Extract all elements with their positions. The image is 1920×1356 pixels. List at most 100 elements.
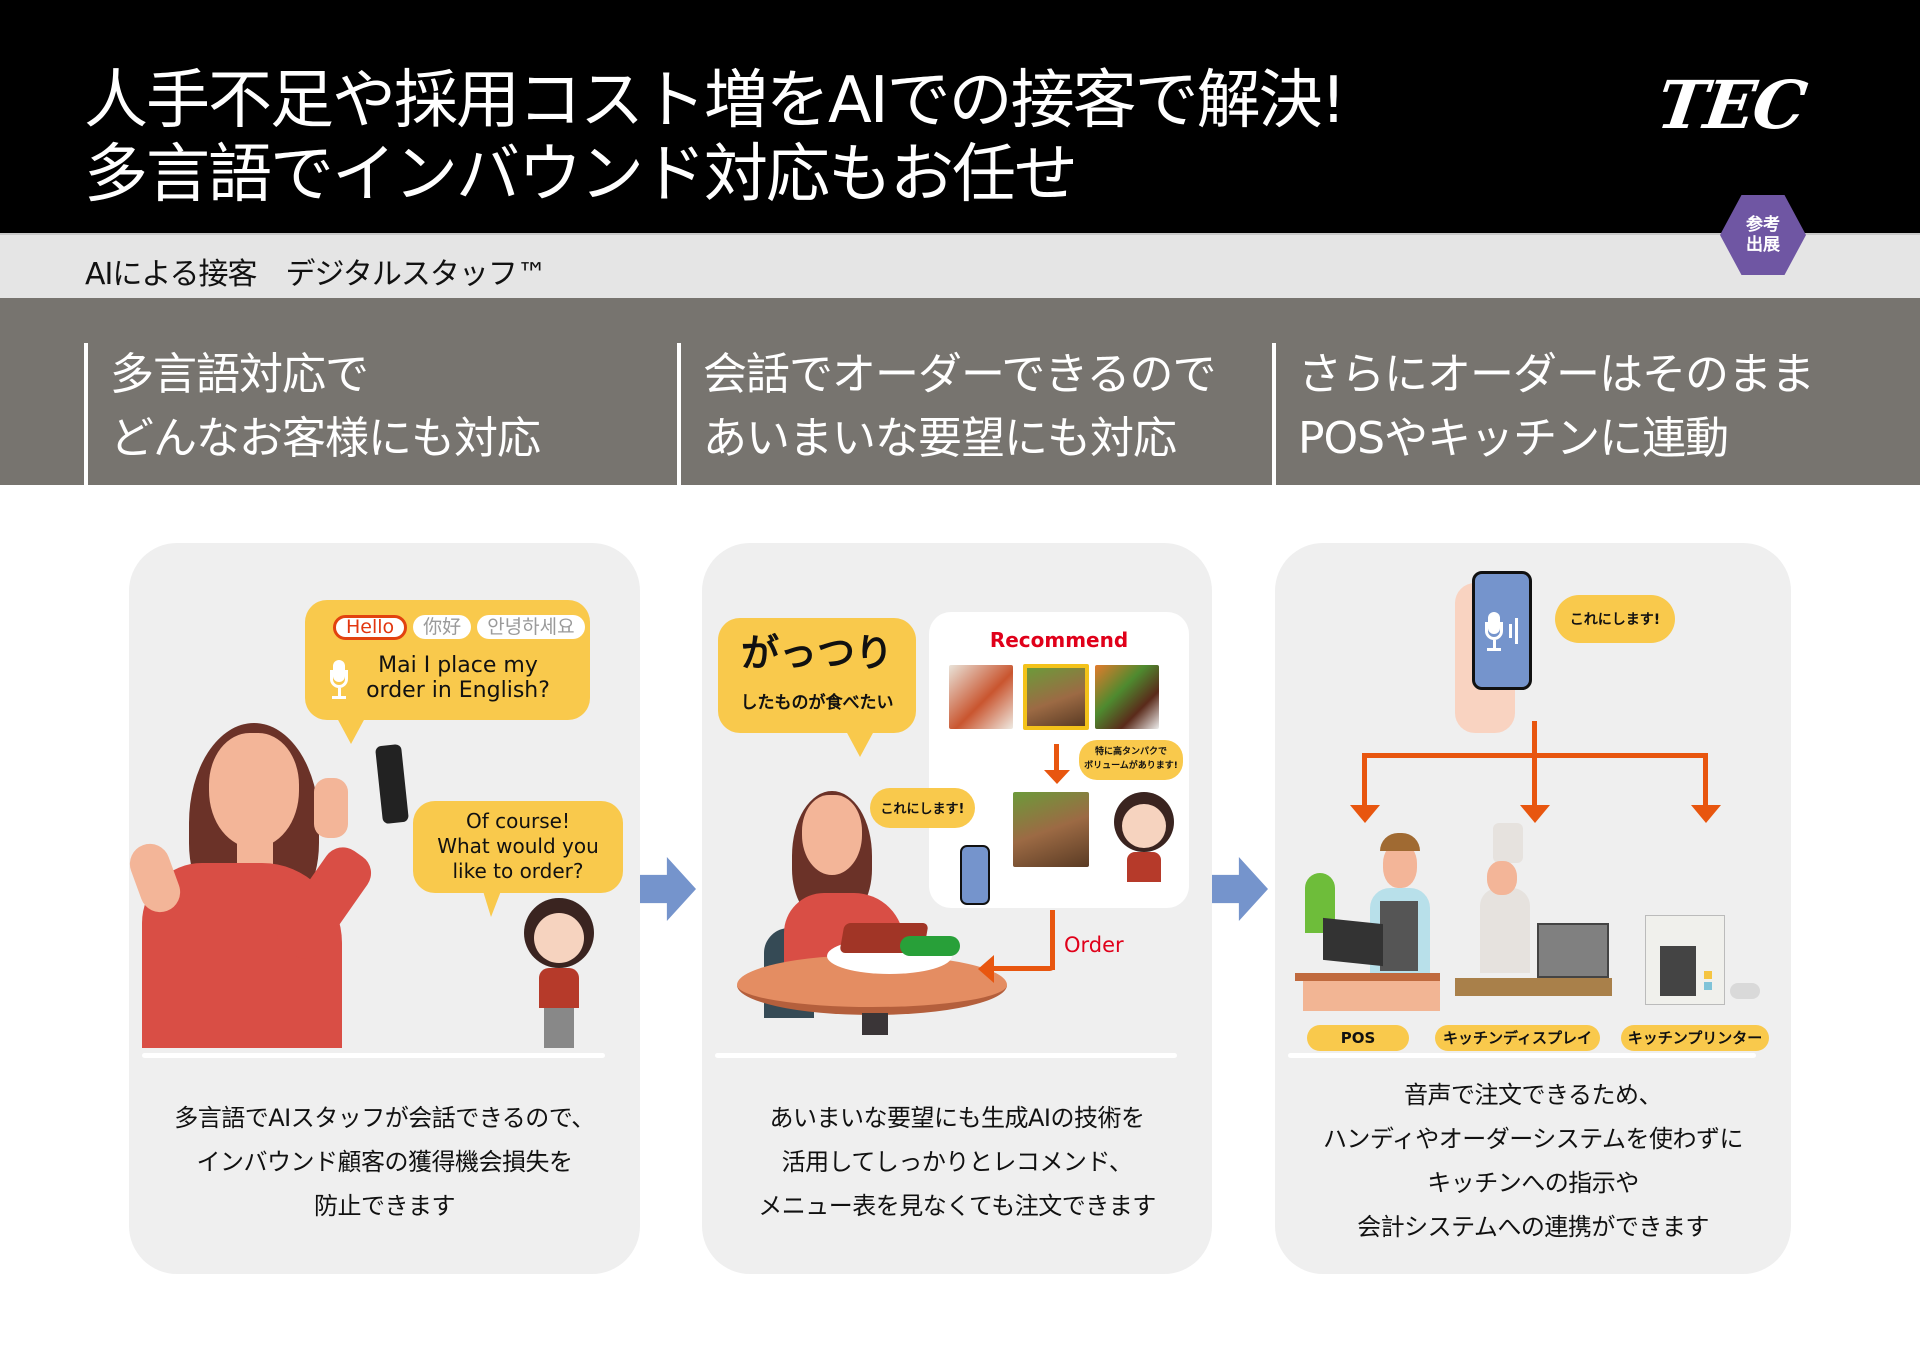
kitchen-counter (1455, 978, 1612, 996)
customer-reply-text: これにします! (1569, 612, 1661, 628)
badge-line-1: 参考 (1746, 215, 1780, 235)
speech-line: order in English? (366, 678, 550, 703)
printer-slot (1660, 946, 1696, 996)
down-arrow-icon (1054, 744, 1059, 774)
smartphone-voice-icon (960, 845, 990, 905)
smartphone-icon (374, 743, 410, 825)
feature-pos-kitchen-link: さらにオーダーはそのまま POSやキッチンに連動 (1272, 343, 1815, 485)
printer-button (1704, 971, 1712, 979)
feature-line: あいまいな要望にも対応 (703, 413, 1177, 464)
table-leg (862, 1013, 888, 1035)
bubble-tail (846, 731, 874, 757)
desc-line: キッチンへの指示や (1427, 1169, 1639, 1197)
customer-reply-bubble: これにします! (870, 788, 975, 828)
branch-arrow-line (1532, 721, 1537, 816)
request-small-text: したものが食べたい (740, 693, 894, 713)
card-recommendation: がっつり したものが食べたい Recommend 特に高タンパクで ボリュームが… (702, 543, 1212, 1274)
subtitle: AIによる接客 デジタルスタッフ™ (85, 257, 547, 292)
arrow-down-icon (1350, 805, 1380, 823)
desc-line: 防止できます (314, 1192, 456, 1220)
desc-line: メニュー表を見なくても注文できます (758, 1192, 1156, 1220)
desc-line: 会計システムへの連携ができます (1357, 1213, 1709, 1241)
desc-line: 多言語でAIスタッフが会話できるので、 (174, 1104, 595, 1132)
ai-staff-body (539, 968, 579, 1008)
pos-counter (1303, 981, 1440, 1011)
desc-line: 活用してしっかりとレコメンド、 (781, 1148, 1133, 1176)
feature-line: POSやキッチンに連動 (1298, 413, 1729, 464)
card-divider (1288, 1053, 1756, 1058)
greeting-pill-korean: 안녕하세요 (477, 615, 585, 639)
label-kitchen-printer: キッチンプリンター (1621, 1025, 1769, 1051)
card-description: 多言語でAIスタッフが会話できるので、 インバウンド顧客の獲得機会損失を 防止で… (129, 1096, 640, 1228)
badge-line-2: 出展 (1746, 235, 1780, 255)
feature-line: さらにオーダーはそのまま (1298, 349, 1815, 400)
ai-staff-face (1122, 804, 1166, 848)
ai-staff-legs (544, 1008, 574, 1048)
sound-wave-icon (1509, 624, 1512, 638)
label-kitchen-display: キッチンディスプレイ (1435, 1025, 1600, 1051)
recommend-panel: Recommend 特に高タンパクで ボリュームがあります! (929, 612, 1189, 908)
ai-staff-body (1127, 852, 1161, 882)
sound-wave-icon (1515, 618, 1518, 644)
flow-arrow-icon (640, 857, 696, 921)
customer-speech-text: Mai I place my order in English? (363, 653, 553, 703)
greeting-pill-english: Hello (333, 615, 408, 640)
speech-line: like to order? (452, 859, 584, 883)
smartphone-voice-icon (1472, 571, 1532, 690)
down-arrow-head (1044, 770, 1070, 784)
order-arrow-head-icon (978, 955, 994, 983)
order-arrow-line (1050, 910, 1055, 970)
staff-comment-text: 特に高タンパクで ボリュームがあります! (1079, 745, 1183, 773)
staff-comment-bubble: 特に高タンパクで ボリュームがあります! (1079, 740, 1183, 780)
recommend-label: Recommend (989, 628, 1129, 652)
arrow-down-icon (1691, 805, 1721, 823)
page-title: 人手不足や採用コスト増をAIでの接客で解決! 多言語でインバウンド対応もお任せ (84, 64, 1346, 212)
bubble-tail (337, 718, 365, 744)
food-image-chicken-selected[interactable] (1023, 664, 1089, 730)
food-image-chosen (1013, 792, 1089, 867)
feature-conversational-order: 会話でオーダーできるので あいまいな要望にも対応 (677, 343, 1216, 485)
desc-line: 音声で注文できるため、 (1403, 1081, 1663, 1109)
desc-line: ハンディやオーダーシステムを使わずに (1322, 1125, 1744, 1153)
customer-reply-text: これにします! (880, 802, 965, 817)
chef-face (1487, 861, 1517, 895)
card-divider (715, 1053, 1177, 1058)
customer-reply-bubble: これにします! (1555, 595, 1675, 643)
speech-line: Mai I place my (378, 653, 538, 678)
branch-arrow-line (1362, 753, 1367, 813)
branch-arrow-line (1703, 753, 1708, 813)
header-banner: 人手不足や採用コスト増をAIでの接客で解決! 多言語でインバウンド対応もお任せ … (0, 0, 1920, 233)
pos-monitor-icon (1323, 917, 1383, 967)
pos-counter-top (1295, 973, 1440, 981)
card-divider (142, 1053, 605, 1058)
label-pos: POS (1307, 1025, 1409, 1051)
vegetables (900, 936, 960, 956)
ai-staff-face (534, 913, 584, 963)
greeting-pill-chinese: 你好 (413, 615, 472, 639)
kitchen-display-icon (1537, 923, 1609, 978)
food-image-hamburg (1095, 665, 1159, 729)
microphone-icon (330, 660, 348, 702)
reference-exhibit-badge: 参考 出展 (1720, 195, 1806, 275)
order-arrow-line (987, 966, 1055, 971)
arrow-down-icon (1520, 805, 1550, 823)
card-description: あいまいな要望にも生成AIの技術を 活用してしっかりとレコメンド、 メニュー表を… (702, 1096, 1212, 1228)
subheader-band: AIによる接客 デジタルスタッフ™ (0, 233, 1920, 298)
request-big-text: がっつり (740, 631, 893, 675)
staff-speech-text: Of course! What would you like to order? (413, 809, 623, 884)
speech-line: Of course! (465, 809, 570, 833)
customer-hand (314, 778, 348, 838)
desc-line: あいまいな要望にも生成AIの技術を (769, 1104, 1146, 1132)
customer-face (802, 795, 862, 875)
card-pos-integration: これにします! POS キッチンディスプレイ キッチンプリンター 音声で注文でき… (1275, 543, 1791, 1274)
comment-line: 特に高タンパクで (1094, 747, 1167, 757)
title-line-2: 多言語でインバウンド対応もお任せ (84, 138, 1078, 212)
microphone-icon (1485, 612, 1503, 654)
food-image-pasta (949, 665, 1013, 729)
scanner-icon (1730, 983, 1760, 999)
customer-face (209, 733, 299, 848)
tec-logo: TEC (1652, 66, 1810, 144)
